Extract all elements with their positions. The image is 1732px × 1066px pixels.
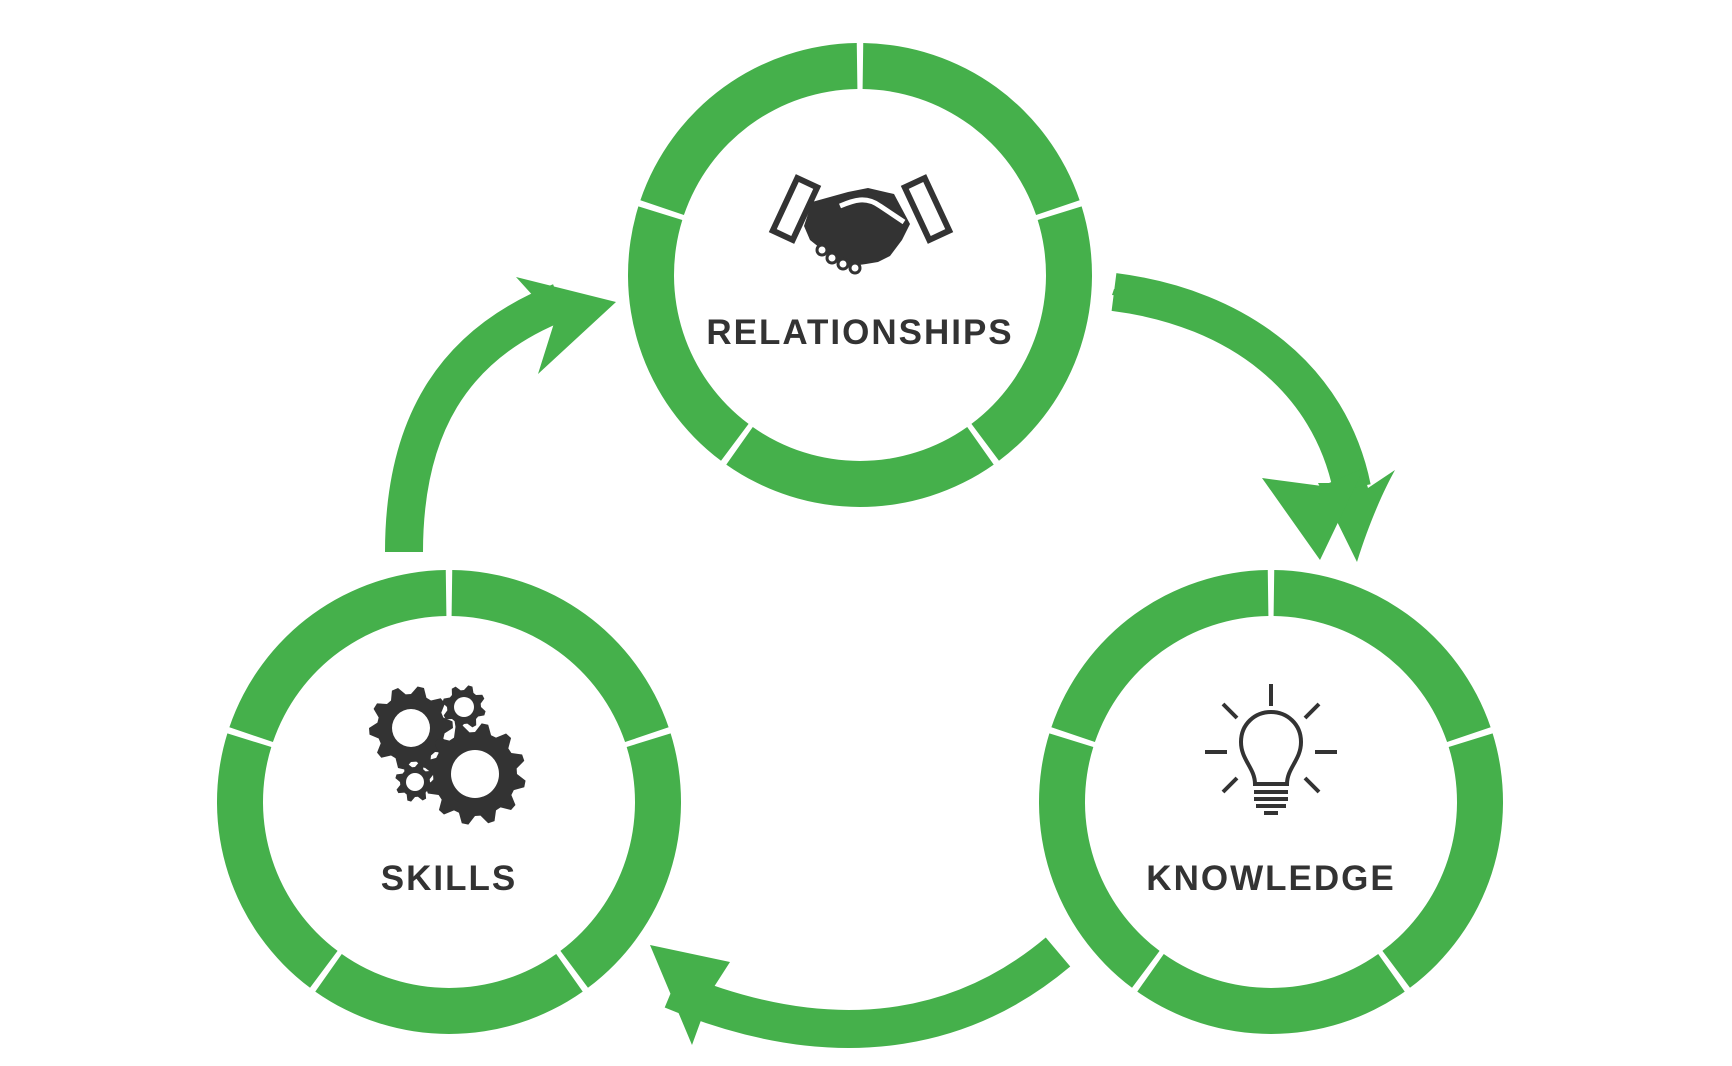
gear-small-top	[442, 685, 486, 729]
skills-ring	[216, 570, 681, 1034]
relationships-ring-segment	[628, 206, 749, 461]
relationships-ring-segment	[640, 43, 858, 216]
gear-large-right	[424, 723, 526, 825]
arrow-knowledge-to-skills-shaft	[664, 937, 1071, 1048]
knowledge-ring-segment	[1137, 953, 1405, 1034]
arrow-relationships-to-knowledge-shaft	[1111, 273, 1371, 493]
knowledge-ring	[1038, 570, 1504, 1034]
knowledge-ring-segment	[1038, 733, 1160, 988]
skills-ring-segment	[229, 570, 447, 743]
skills-ring-segment	[560, 733, 681, 988]
gear-hole	[454, 697, 474, 717]
gear-hole	[406, 773, 424, 791]
relationships-ring-segment	[726, 426, 994, 507]
lightbulb-icon	[1205, 684, 1337, 815]
relationships-ring-segment	[862, 43, 1080, 216]
arrow-skills-to-relationships-shaft	[385, 284, 568, 553]
skills-ring-segment	[315, 953, 583, 1034]
arrow-skills-to-relationships-head	[516, 277, 616, 374]
arrow-relationships-to-knowledge-head	[1262, 468, 1364, 560]
gear-hole	[392, 709, 430, 747]
gear-hole	[451, 750, 499, 798]
knowledge-ring-segment	[1382, 733, 1504, 988]
skills-ring-segment	[451, 570, 669, 743]
gear-large-left	[369, 686, 453, 770]
gear-small-bottom	[395, 762, 435, 802]
relationships-ring	[628, 43, 1092, 507]
relationships-ring-segment	[971, 206, 1092, 461]
skills-ring-segment	[216, 733, 338, 988]
knowledge-ring-segment	[1273, 570, 1491, 743]
knowledge-label: KNOWLEDGE	[1146, 859, 1395, 898]
gears-icon	[369, 685, 526, 825]
knowledge-ring-segment	[1051, 570, 1269, 743]
skills-label: SKILLS	[381, 859, 517, 898]
arrow-knowledge-to-skills-head	[650, 945, 730, 1045]
relationships-label: RELATIONSHIPS	[706, 313, 1013, 352]
handshake-icon	[768, 174, 954, 275]
